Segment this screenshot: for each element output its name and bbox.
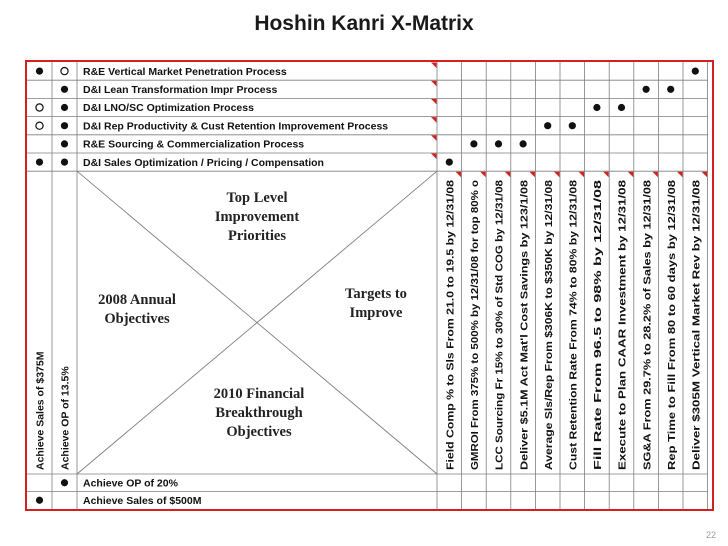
- top-right-marker-filled-dot: [445, 158, 453, 166]
- center-label-right: Improve: [350, 305, 403, 321]
- comment-marker-icon: [701, 171, 708, 178]
- top-row-label: D&I LNO/SC Optimization Process: [83, 102, 254, 114]
- page-title: Hoshin Kanri X-Matrix: [254, 12, 474, 35]
- comment-marker-icon: [431, 117, 437, 123]
- top-left-marker-open-dot: [35, 103, 44, 112]
- comment-marker-icon: [431, 98, 437, 105]
- right-column-label: Deliver $5.1M Act Mat'l Cost Savings by …: [519, 180, 530, 470]
- right-column-label: SG&A From 29.7% to 28.2% of Sales by 12/…: [642, 180, 653, 470]
- center-label-right: Targets to: [345, 286, 407, 302]
- page-number: 22: [705, 530, 716, 540]
- right-column-label: Deliver $305M Vertical Market Rev by 12/…: [692, 180, 703, 470]
- right-column-label: Field Comp % to Sls From 21.0 to 19.5 by…: [446, 180, 457, 470]
- top-right-marker-filled-dot: [593, 103, 601, 112]
- top-left-marker-filled-dot: [35, 67, 44, 75]
- center-label-bottom: Breakthrough: [215, 405, 302, 421]
- left-column-label: Achieve OP of 13.5%: [60, 366, 72, 470]
- top-left-marker-filled-dot: [60, 140, 69, 148]
- comment-marker-icon: [431, 135, 437, 141]
- comment-marker-icon: [431, 80, 437, 87]
- comment-marker-icon: [480, 171, 486, 178]
- right-column-label: Cust Retention Rate From 74% to 80% by 1…: [569, 180, 580, 470]
- right-column-label: GMROI From 375% to 500% by 12/31/08 for …: [470, 180, 481, 470]
- comment-marker-icon: [554, 171, 560, 178]
- bottom-row-label: Achieve OP of 20%: [83, 478, 179, 490]
- comment-marker-icon: [529, 171, 535, 178]
- top-left-marker-filled-dot: [60, 122, 69, 130]
- right-column-label: Rep Time to Fill From 80 to 60 days by 1…: [667, 180, 678, 470]
- top-left-marker-filled-dot: [60, 103, 69, 112]
- top-row-label: D&I Rep Productivity & Cust Retention Im…: [83, 120, 388, 132]
- center-label-top: Improvement: [215, 209, 299, 225]
- comment-marker-icon: [603, 171, 609, 178]
- top-left-marker-open-dot: [35, 121, 44, 130]
- x-matrix-svg: R&E Vertical Market Penetration ProcessD…: [27, 62, 708, 509]
- top-row-label: R&E Vertical Market Penetration Process: [83, 66, 287, 78]
- center-label-left: Objectives: [104, 311, 170, 327]
- right-column-label: Execute to Plan CAAR Investment by 12/31…: [618, 180, 629, 470]
- right-column-label: Average Sls/Rep From $306K to $350K by 1…: [544, 180, 555, 470]
- center-label-bottom: Objectives: [226, 424, 292, 440]
- comment-marker-icon: [504, 171, 511, 178]
- bottom-row-label: Achieve Sales of $500M: [83, 495, 202, 507]
- center-label-left: 2008 Annual: [98, 292, 176, 308]
- comment-marker-icon: [455, 171, 462, 178]
- comment-marker-icon: [627, 171, 634, 178]
- top-row-label: D&I Lean Transformation Impr Process: [83, 84, 277, 96]
- top-row-label: D&I Sales Optimization / Pricing / Compe…: [83, 157, 324, 169]
- top-right-marker-filled-dot: [470, 140, 478, 148]
- x-diagonal-up: [76, 170, 438, 475]
- top-right-marker-filled-dot: [494, 140, 503, 148]
- top-left-marker-open-dot: [60, 66, 69, 76]
- center-label-top: Priorities: [228, 228, 286, 244]
- comment-marker-icon: [578, 171, 585, 178]
- top-right-marker-filled-dot: [691, 67, 699, 75]
- top-right-marker-filled-dot: [568, 122, 576, 130]
- bottom-left-marker-filled-dot: [35, 496, 44, 504]
- comment-marker-icon: [431, 153, 437, 159]
- top-right-marker-filled-dot: [544, 122, 552, 130]
- top-right-marker-filled-dot: [667, 85, 675, 93]
- left-column-label: Achieve Sales of $375M: [35, 351, 47, 470]
- top-left-marker-filled-dot: [35, 158, 44, 166]
- top-right-marker-filled-dot: [642, 85, 650, 93]
- right-column-label: Fill Rate From 96.5 to 98% by 12/31/08: [593, 179, 604, 470]
- top-right-marker-filled-dot: [519, 140, 527, 148]
- center-label-bottom: 2010 Financial: [214, 386, 305, 402]
- comment-marker-icon: [431, 62, 437, 68]
- right-column-label: LCC Sourcing Fr 15% to 30% of Std COG by…: [495, 180, 506, 470]
- comment-marker-icon: [677, 171, 683, 178]
- bottom-left-marker-filled-dot: [60, 479, 69, 487]
- top-left-marker-filled-dot: [60, 158, 69, 166]
- top-right-marker-filled-dot: [617, 103, 626, 112]
- center-label-top: Top Level: [226, 190, 287, 206]
- top-left-marker-filled-dot: [60, 85, 69, 93]
- top-row-label: R&E Sourcing & Commercialization Process: [83, 139, 304, 151]
- comment-marker-icon: [652, 171, 658, 178]
